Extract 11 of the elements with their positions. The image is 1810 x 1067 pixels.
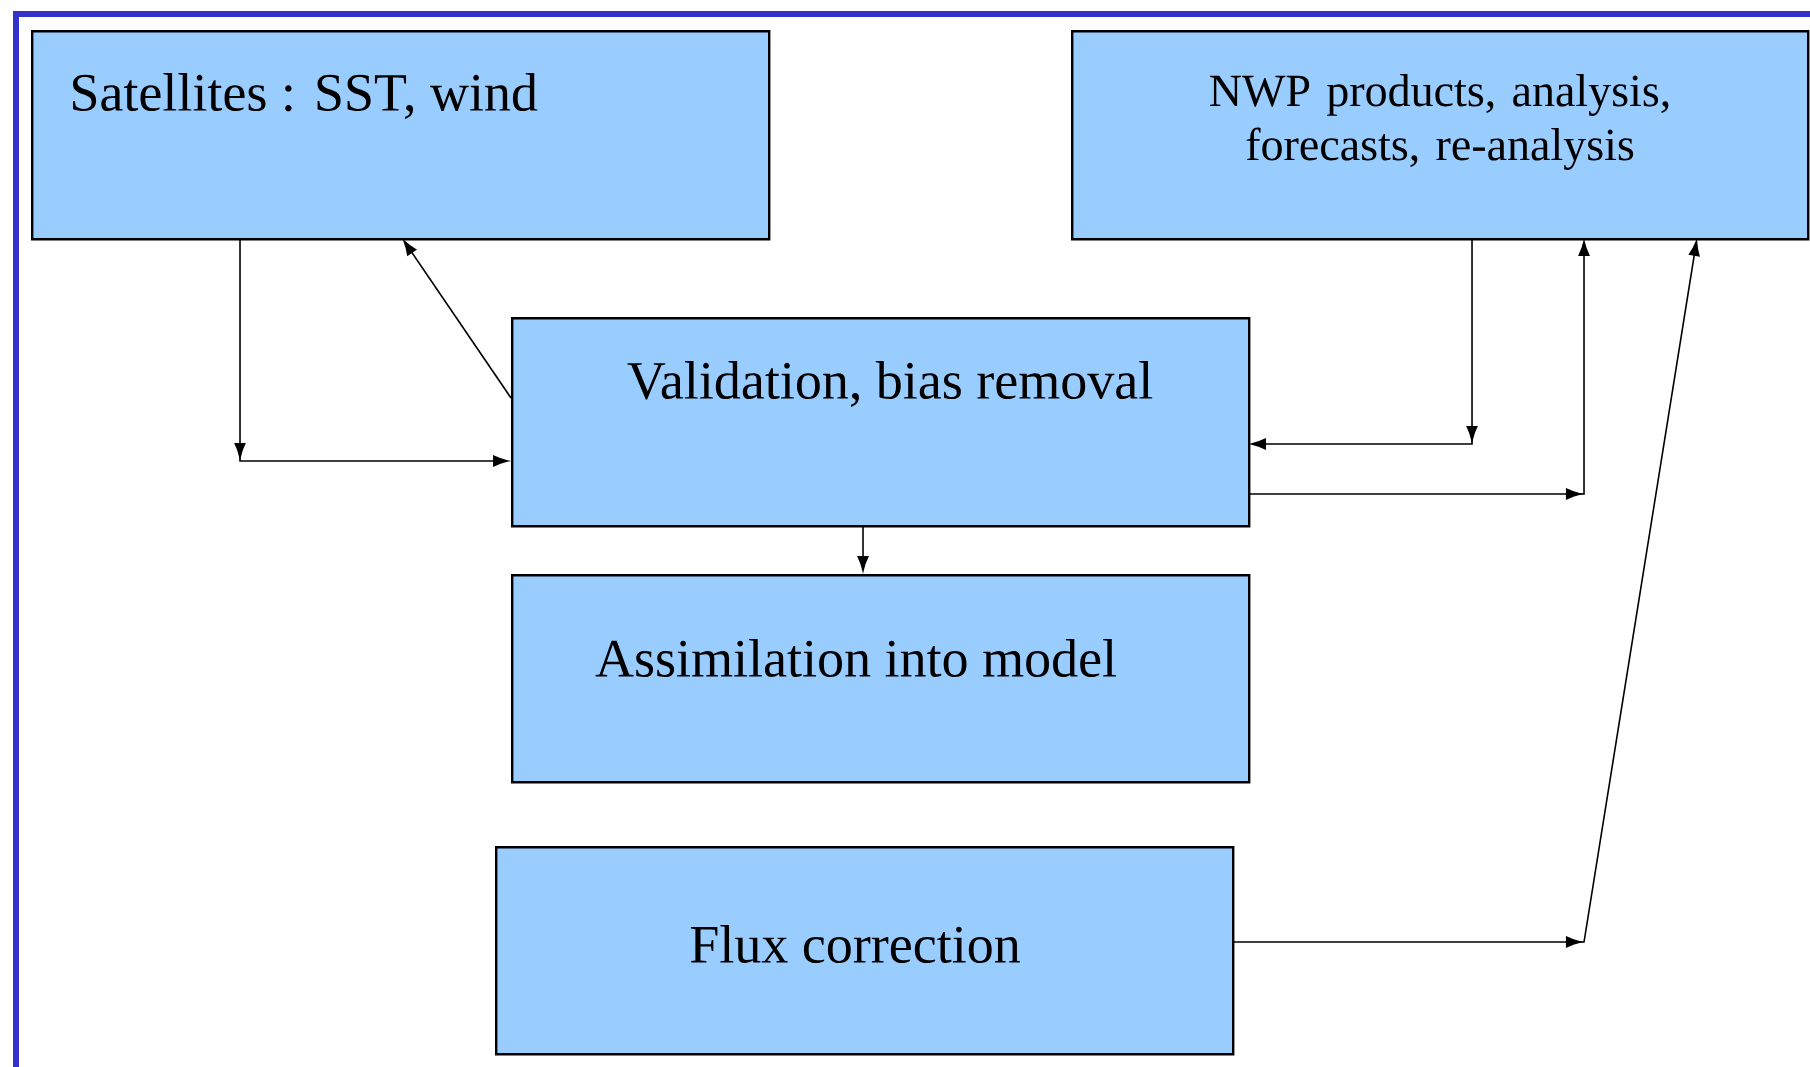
arrow: [1231, 240, 1700, 948]
process-box: NWP products, analysis, forecasts, re-analysis: [1071, 30, 1810, 241]
process-box: Satellites : SST, wind: [31, 30, 771, 241]
process-box: Assimilation into model: [511, 574, 1251, 784]
arrow: [403, 240, 512, 399]
process-box: Validation, bias removal: [511, 317, 1251, 528]
arrow: [857, 524, 869, 572]
arrow: [1250, 237, 1478, 450]
arrow: [234, 237, 509, 467]
arrow: [1247, 240, 1590, 500]
process-box: Flux correction: [495, 846, 1235, 1056]
